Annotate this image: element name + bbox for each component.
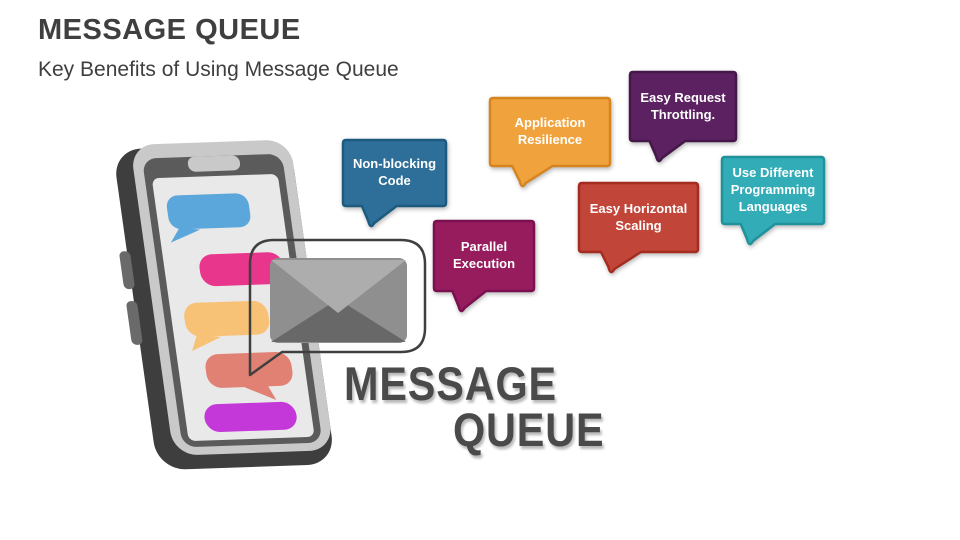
envelope-bubble-outline	[248, 238, 427, 377]
benefit-label: Easy Request Throttling.	[640, 89, 726, 122]
benefit-bubble-shape	[577, 181, 700, 274]
benefit-bubble-shape	[628, 70, 738, 163]
watermark-message: MESSAGE	[344, 357, 558, 410]
benefit-bubble-path	[432, 219, 536, 313]
benefit-bubble-path	[341, 138, 448, 228]
benefit-label: Easy Horizontal Scaling	[589, 200, 688, 233]
slide-subtitle: Key Benefits of Using Message Queue	[38, 58, 399, 81]
chat-bubble-orange	[184, 300, 270, 337]
envelope-speech-bubble	[248, 238, 427, 377]
phone-volume-button	[119, 251, 135, 290]
benefit-bubble-use-different-languages: Use Different Programming Languages	[720, 155, 826, 251]
benefit-bubble-path	[720, 155, 826, 246]
chat-bubble-salmon-tail	[244, 384, 277, 401]
benefit-bubble-easy-horizontal-scaling: Easy Horizontal Scaling	[577, 181, 700, 279]
benefit-bubble-shape	[341, 138, 448, 228]
envelope-icon	[270, 258, 407, 343]
benefit-bubble-path	[577, 181, 700, 274]
benefit-label: Use Different Programming Languages	[730, 165, 816, 214]
chat-bubble-blue-tail	[170, 227, 201, 243]
phone-illustration	[116, 140, 332, 470]
benefit-bubble-shape	[488, 96, 612, 188]
benefit-bubble-application-resilience: Application Resilience	[488, 96, 612, 193]
benefit-bubble-non-blocking-code: Non-blocking Code	[341, 138, 448, 233]
chat-bubble-orange-tail	[192, 334, 222, 351]
phone-power-button	[126, 301, 143, 345]
phone-notch	[187, 155, 241, 172]
envelope-bottom-fold	[271, 299, 406, 342]
benefit-bubble-shape	[720, 155, 826, 246]
benefit-bubble-path	[488, 96, 612, 188]
benefit-bubble-parallel-execution: Parallel Execution	[432, 219, 536, 318]
benefit-label: Non-blocking Code	[352, 156, 437, 188]
envelope-flap	[271, 260, 406, 313]
benefit-label: Parallel Execution	[452, 239, 516, 271]
chat-bubble-violet	[204, 401, 297, 433]
watermark-queue: QUEUE	[453, 403, 605, 456]
chat-bubble-pink	[199, 252, 285, 287]
slide-title: MESSAGE QUEUE	[38, 14, 301, 46]
benefit-label: Application Resilience	[514, 115, 586, 147]
benefit-bubble-easy-request-throttling: Easy Request Throttling.	[628, 70, 738, 168]
benefit-bubble-path	[628, 70, 738, 163]
benefit-bubble-shape	[432, 219, 536, 313]
chat-bubble-blue	[166, 193, 251, 230]
